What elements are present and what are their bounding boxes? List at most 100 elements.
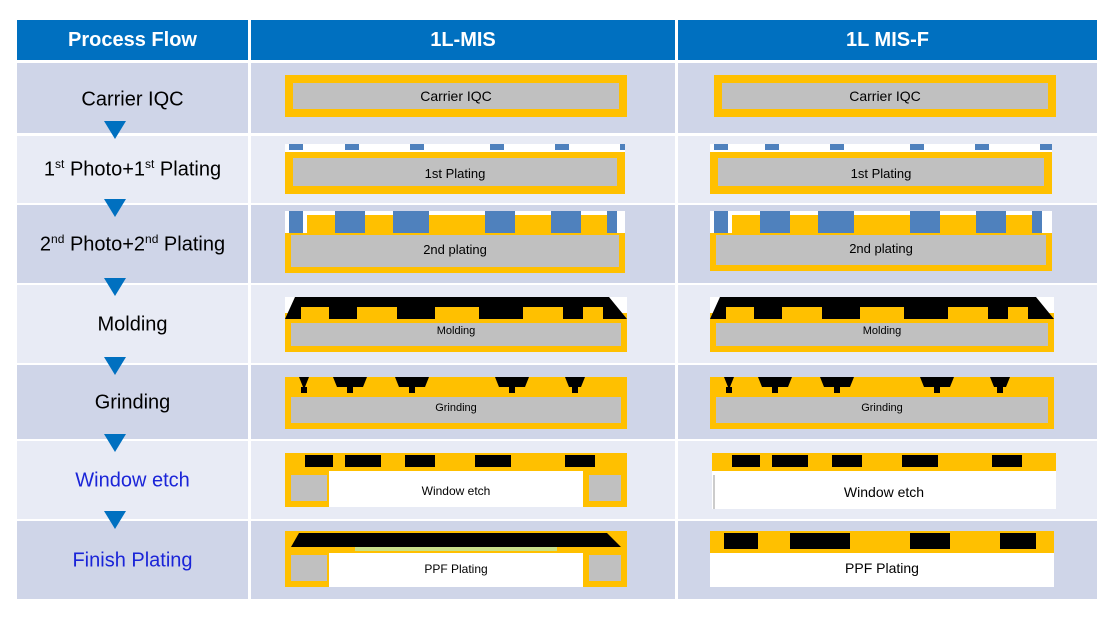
process-diagram-1l-mis: Carrier IQC (285, 75, 627, 117)
mold-compound (724, 377, 734, 393)
process-step-label: Grinding (95, 390, 171, 415)
diagram-label: 2nd plating (849, 241, 913, 256)
mold-compound (495, 377, 529, 393)
plated-pillar (790, 215, 818, 233)
mold-compound (724, 533, 758, 549)
plated-pillar (515, 215, 551, 233)
plated-pillar (940, 215, 976, 233)
mold-compound (291, 533, 621, 547)
diagram-label: PPF Plating (845, 560, 919, 576)
plated-pillar (732, 215, 760, 233)
diagram-label: Molding (437, 325, 476, 337)
photo-resist (976, 211, 1006, 233)
process-step-cell: Grinding (17, 365, 248, 439)
plated-pillar (854, 215, 910, 233)
photo-resist (490, 144, 504, 150)
photo-resist (1032, 211, 1042, 233)
mold-compound (565, 377, 585, 393)
mold-compound (405, 455, 435, 467)
flow-down-arrow-icon (104, 278, 126, 296)
step-sup: st (55, 157, 65, 172)
process-diagram-1l-mis: Window etch (285, 453, 627, 507)
mold-compound (902, 455, 938, 467)
mold-compound (992, 455, 1022, 467)
flow-down-arrow-icon (104, 199, 126, 217)
flow-down-arrow-icon (104, 121, 126, 139)
photo-resist (818, 211, 854, 233)
diagram-cell-1l-mis: Carrier IQC (251, 63, 675, 133)
diagram-cell-1l-mis: 2nd plating (251, 205, 675, 283)
photo-resist (345, 144, 359, 150)
plated-pillar (435, 307, 479, 319)
photo-resist (1040, 144, 1052, 150)
diagram-cell-1l-mis-f: Grinding (678, 365, 1097, 439)
mold-compound (820, 377, 854, 393)
carrier-core (716, 323, 1048, 346)
diagram-cell-1l-mis: PPF Plating (251, 521, 675, 599)
diagram-cell-1l-mis-f: 2nd plating (678, 205, 1097, 283)
step-sup: nd (51, 231, 65, 246)
process-diagram-1l-mis-f: Molding (710, 297, 1054, 352)
process-step-label: Finish Plating (72, 548, 192, 573)
diagram-label: Carrier IQC (420, 88, 492, 104)
plated-pillar (523, 307, 563, 319)
photo-resist (760, 211, 790, 233)
plated-pillar (1008, 307, 1028, 319)
carrier-core (291, 475, 327, 501)
header-process-flow: Process Flow (17, 20, 248, 60)
photo-resist (485, 211, 515, 233)
mold-compound (910, 533, 950, 549)
process-diagram-1l-mis: Grinding (285, 377, 627, 429)
mold-compound (832, 455, 862, 467)
photo-resist (975, 144, 989, 150)
step-text: Plating (154, 158, 222, 181)
step-text: Carrier IQC (81, 88, 184, 111)
diagram-label: Window etch (422, 484, 491, 498)
plated-pillar (357, 307, 397, 319)
process-step-cell: Carrier IQC (17, 63, 248, 133)
mold-compound (333, 377, 367, 393)
diagram-label: Molding (863, 325, 902, 337)
diagram-cell-1l-mis: Grinding (251, 365, 675, 439)
diagram-label: 1st Plating (425, 166, 486, 181)
photo-resist (551, 211, 581, 233)
diagram-cell-1l-mis-f: Molding (678, 285, 1097, 363)
mold-compound (920, 377, 954, 393)
step-text: Finish Plating (72, 549, 193, 572)
diagram-cell-1l-mis-f: Window etch (678, 441, 1097, 519)
plated-pillar (1006, 215, 1032, 233)
photo-resist (765, 144, 779, 150)
diagram-label: PPF Plating (424, 562, 487, 576)
mold-compound (565, 455, 595, 467)
mold-compound (475, 455, 511, 467)
process-diagram-1l-mis-f: Carrier IQC (714, 75, 1056, 117)
diagram-cell-1l-mis: 1st Plating (251, 136, 675, 203)
photo-resist (910, 144, 924, 150)
flow-down-arrow-icon (104, 511, 126, 529)
step-text: Molding (97, 313, 168, 336)
diagram-label: 1st Plating (851, 166, 912, 181)
carrier-core (589, 555, 621, 581)
step-sup: nd (145, 231, 159, 246)
mold-compound (305, 455, 333, 467)
process-step-cell: Molding (17, 285, 248, 363)
diagram-cell-1l-mis-f: 1st Plating (678, 136, 1097, 203)
plated-pillar (301, 307, 329, 319)
process-diagram-1l-mis-f: 2nd plating (710, 211, 1052, 271)
plated-pillar (583, 307, 603, 319)
plated-pillar (429, 215, 485, 233)
carrier-core (716, 397, 1048, 423)
process-diagram-1l-mis: 2nd plating (285, 211, 625, 273)
carrier-core (291, 397, 621, 423)
diagram-label: Grinding (861, 402, 903, 414)
process-diagram-1l-mis: PPF Plating (285, 531, 627, 587)
plated-pillar (726, 307, 754, 319)
process-step-label: Carrier IQC (81, 87, 183, 112)
mold-compound (1000, 533, 1036, 549)
diagram-cell-1l-mis-f: PPF Plating (678, 521, 1097, 599)
diagram-label: Grinding (435, 402, 477, 414)
mold-compound (758, 377, 792, 393)
photo-resist (289, 211, 303, 233)
carrier-core (291, 235, 619, 267)
step-text: Photo+1 (64, 158, 146, 181)
